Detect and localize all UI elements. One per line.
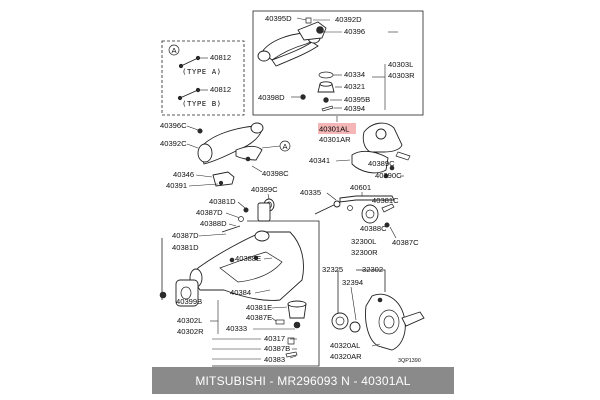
part-label-40391: 40391	[166, 181, 187, 190]
part-label-40812-b: 40812	[210, 85, 231, 94]
type-a-label: (TYPE A)	[182, 67, 222, 76]
part-label-40387D-a: 40387D	[196, 208, 223, 217]
part-label-40302R: 40302R	[177, 327, 204, 336]
steering-knuckle	[365, 293, 425, 351]
lower-arm-upper-right	[351, 122, 411, 179]
part-label-40381E: 40381E	[246, 303, 272, 312]
lower-arm-bushing-right	[361, 203, 395, 228]
part-label-40381D-b: 40381D	[172, 243, 199, 252]
part-label-40390C: 40390C	[375, 171, 402, 180]
part-label-40320AL: 40320AL	[330, 341, 360, 350]
part-label-40394: 40394	[344, 104, 365, 113]
highlight-box	[318, 123, 356, 134]
callout-a-label-2: A	[283, 142, 289, 151]
part-label-40396C: 40396C	[160, 121, 187, 130]
part-label-32300R: 32300R	[351, 248, 378, 257]
stabilizer-link-type-a	[178, 55, 201, 69]
part-label-40301AR: 40301AR	[319, 135, 351, 144]
type-ab-detail-frame	[161, 40, 245, 116]
strut-bar-40601	[339, 195, 395, 211]
part-label-40317: 40317	[264, 334, 285, 343]
part-label-40387D-b: 40387D	[172, 231, 199, 240]
lower-arm-assembly	[189, 230, 304, 301]
bushing-block	[257, 202, 271, 222]
ball-joint-boot-stack	[300, 17, 335, 112]
part-label-40341: 40341	[309, 156, 330, 165]
callout-a-circle	[168, 44, 180, 56]
part-label-40383: 40383	[264, 355, 285, 364]
wheel-bearing-seal	[331, 312, 361, 333]
part-number-footer: MITSUBISHI - MR296093 N - 40301AL	[152, 367, 454, 394]
part-label-40320AR: 40320AR	[330, 352, 362, 361]
bushing-40399B	[159, 279, 199, 307]
callout-a-label: A	[172, 46, 178, 55]
diagram-code: 3QP1390	[398, 358, 421, 364]
part-label-40333: 40333	[226, 324, 247, 333]
bolt-cluster-40381D	[221, 207, 249, 233]
part-label-40399B: 40399B	[176, 297, 202, 306]
part-label-40335: 40335	[300, 188, 321, 197]
lower-arm-detail-frame	[212, 220, 320, 367]
type-b-label: (TYPE B)	[182, 99, 222, 108]
part-label-40387C: 40387C	[392, 238, 419, 247]
part-label-40388C: 40388C	[360, 224, 387, 233]
part-label-40601: 40601	[350, 183, 371, 192]
part-label-40334: 40334	[344, 70, 365, 79]
part-label-40398C: 40398C	[262, 169, 289, 178]
part-label-40398D: 40398D	[258, 93, 285, 102]
part-label-40395D: 40395D	[265, 14, 292, 23]
part-label-40389C: 40389C	[368, 159, 395, 168]
lower-ball-joint	[275, 300, 307, 358]
part-label-40388D: 40388D	[200, 219, 227, 228]
part-label-32394: 32394	[342, 278, 363, 287]
part-label-40321: 40321	[344, 82, 365, 91]
part-label-40381D: 40381D	[209, 197, 236, 206]
part-label-40399C: 40399C	[251, 185, 278, 194]
part-label-40302L: 40302L	[177, 316, 202, 325]
part-label-40812-a: 40812	[210, 53, 231, 62]
part-label-32300L: 32300L	[351, 237, 376, 246]
part-label-40387E: 40387E	[246, 313, 272, 322]
upper-arm-assembly-left	[197, 122, 264, 165]
part-label-40381C: 40381C	[372, 196, 399, 205]
adjust-bolt-40335	[314, 200, 341, 215]
upper-arm-illustration	[257, 21, 327, 67]
part-label-40301AL[interactable]: 40301AL	[319, 125, 349, 134]
part-label-40303L: 40303L	[388, 60, 413, 69]
part-label-40303R: 40303R	[388, 71, 415, 80]
part-label-40395B: 40395B	[344, 95, 370, 104]
part-label-40346: 40346	[173, 170, 194, 179]
part-label-40392D: 40392D	[335, 15, 362, 24]
part-label-40392C: 40392C	[160, 139, 187, 148]
part-label-40384: 40384	[230, 288, 251, 297]
part-label-32302: 32302	[362, 265, 383, 274]
part-label-40388E: 40388E	[235, 254, 261, 263]
part-label-32325: 32325	[322, 265, 343, 274]
part-label-40396: 40396	[344, 27, 365, 36]
part-label-40387B: 40387B	[264, 344, 290, 353]
stabilizer-link-type-b	[177, 87, 201, 101]
upper-arm-detail-frame	[252, 10, 424, 116]
